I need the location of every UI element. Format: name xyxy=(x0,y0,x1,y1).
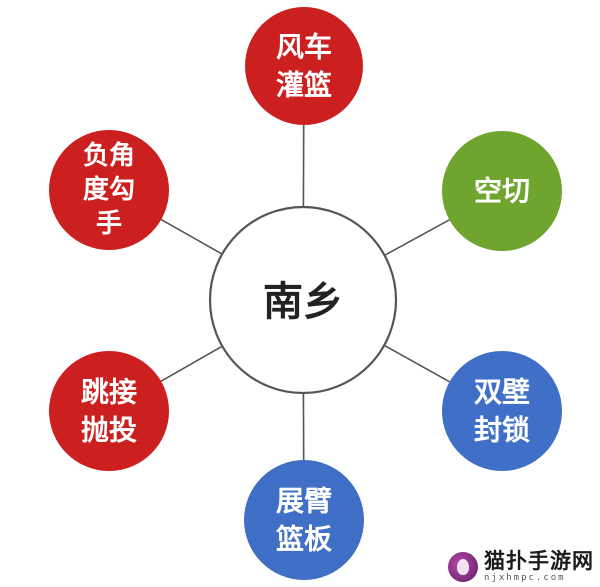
connector-fujiao xyxy=(160,218,223,255)
connector-kongqie xyxy=(384,219,450,257)
node-fujiao-label-0: 负角 xyxy=(83,140,135,171)
node-shuangbi xyxy=(442,351,562,471)
node-kongqie xyxy=(442,131,562,251)
node-fujiao-label-1: 度勾 xyxy=(83,174,135,205)
node-tiaojie xyxy=(49,351,169,471)
connector-tiaojie xyxy=(160,345,223,382)
watermark: 猫扑手游网 njxhmpc.com xyxy=(448,551,594,583)
node-tiaojie-label-1: 抛投 xyxy=(81,414,137,447)
node-zhanbi-label-1: 篮板 xyxy=(275,523,332,556)
node-fengche-label-1: 灌篮 xyxy=(276,69,332,102)
node-fujiao-label-2: 手 xyxy=(96,209,122,239)
node-zhanbi-label-0: 展臂 xyxy=(276,485,332,518)
center-node xyxy=(208,205,398,395)
node-fengche-label-0: 风车 xyxy=(276,31,332,64)
center-node-label: 南乡 xyxy=(263,279,343,325)
watermark-logo-icon xyxy=(448,552,478,582)
watermark-title: 猫扑手游网 xyxy=(484,549,594,573)
node-fengche xyxy=(245,7,363,125)
node-tiaojie-label-0: 跳接 xyxy=(81,376,137,409)
connector-shuangbi xyxy=(383,344,450,383)
node-fujiao xyxy=(49,130,169,250)
watermark-subtitle: njxhmpc.com xyxy=(484,573,566,583)
node-zhanbi xyxy=(244,460,364,580)
node-shuangbi-label-1: 封锁 xyxy=(474,414,530,447)
node-shuangbi-label-0: 双壁 xyxy=(474,376,530,409)
node-kongqie-label-0: 空切 xyxy=(474,175,530,208)
